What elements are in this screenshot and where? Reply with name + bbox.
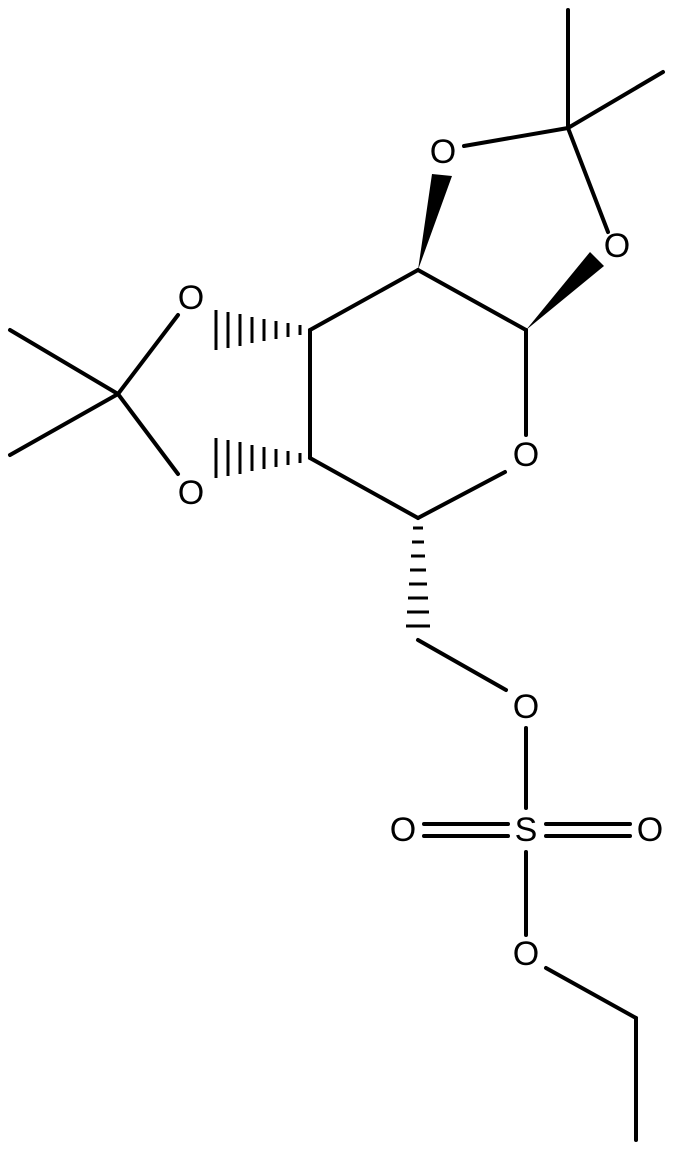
bond-c2-c1 xyxy=(308,268,420,332)
double-bonds xyxy=(422,822,632,838)
atom-o-sulfonyl-left: O xyxy=(390,811,416,849)
atom-o-left-top: O xyxy=(178,279,204,317)
atom-o-right: O xyxy=(604,227,630,265)
hashed-bond-c4-oleftbottom xyxy=(214,438,302,478)
bond-me2 xyxy=(566,70,665,130)
single-bonds xyxy=(8,8,665,1142)
atom-o-ring: O xyxy=(513,436,539,474)
atom-o-sulfonyl-right: O xyxy=(637,811,663,849)
atom-o-left-bottom: O xyxy=(178,474,204,512)
bond-oring-c5 xyxy=(416,470,507,520)
atom-labels: O O O O O O S O O O xyxy=(178,133,663,973)
wedge-c2-otop xyxy=(418,174,452,270)
hashed-bond-c5-ch2 xyxy=(406,526,430,628)
bond-ctop-otop xyxy=(462,126,570,148)
hashed-bond-c1-olefttop xyxy=(214,310,302,350)
bond-me4 xyxy=(8,392,120,457)
bond-c5-c4 xyxy=(308,456,420,520)
atom-o-ester: O xyxy=(513,688,539,726)
bond-ch2-oester xyxy=(416,638,508,692)
bond-olt-cleft xyxy=(116,313,180,396)
wedge-c3-oright xyxy=(526,252,604,330)
bond-me3 xyxy=(8,328,120,396)
atom-o-ethoxy: O xyxy=(513,935,539,973)
bond-ctop-oright xyxy=(566,126,610,234)
bond-c2-c3 xyxy=(416,268,528,332)
wedge-bonds xyxy=(418,174,604,330)
bond-oethoxy-ch2 xyxy=(544,966,638,1020)
atom-s: S xyxy=(515,811,538,849)
atom-o-top: O xyxy=(430,133,456,171)
bond-olb-cleft xyxy=(116,392,180,476)
